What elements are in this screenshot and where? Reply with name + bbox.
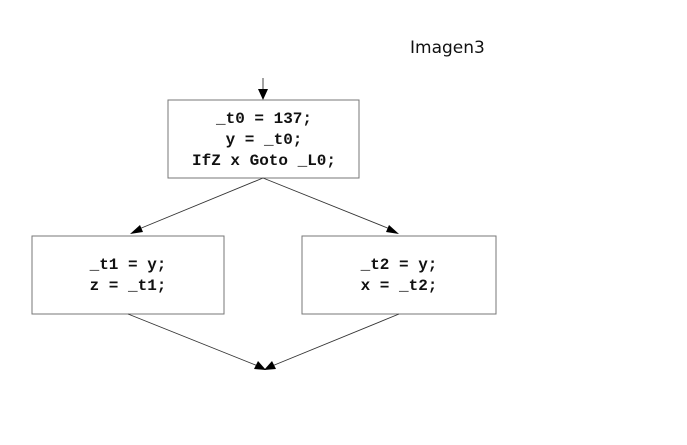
entry-block-line-2: y = _t0; xyxy=(226,131,303,149)
edge-left-to-merge xyxy=(127,313,266,370)
right-block-box xyxy=(301,235,497,315)
edge-right-to-merge xyxy=(264,313,400,370)
edge-entry-to-right-arrowhead xyxy=(386,225,399,234)
entry-block-box xyxy=(167,99,360,179)
edge-left-to-merge-arrowhead xyxy=(254,361,266,370)
diagram-caption: Imagen3 xyxy=(410,38,485,58)
entry-arrowhead xyxy=(258,89,268,100)
edge-entry-to-left xyxy=(130,177,264,234)
entry-block: _t0 = 137; y = _t0; IfZ x Goto _L0; xyxy=(167,99,360,179)
edge-right-to-merge-arrowhead xyxy=(264,361,276,370)
left-block-line-1: _t1 = y; xyxy=(89,256,167,274)
entry-block-line-1: _t0 = 137; xyxy=(215,110,312,128)
edge-entry-to-left-arrowhead xyxy=(130,225,143,234)
edge-entry-to-left-line xyxy=(138,177,264,230)
right-block-line-1: _t2 = y; xyxy=(360,256,438,274)
edge-left-to-merge-line xyxy=(127,313,259,367)
left-block-line-2: z = _t1; xyxy=(90,277,167,295)
right-block-line-2: x = _t2; xyxy=(361,277,438,295)
right-block: _t2 = y; x = _t2; xyxy=(301,235,497,315)
left-block-box xyxy=(31,235,225,315)
entry-block-line-3: IfZ x Goto _L0; xyxy=(192,152,336,170)
entry-edge xyxy=(258,78,268,100)
edge-entry-to-right xyxy=(262,177,399,234)
edge-right-to-merge-line xyxy=(271,313,400,367)
left-block: _t1 = y; z = _t1; xyxy=(31,235,225,315)
edge-entry-to-right-line xyxy=(262,177,391,230)
